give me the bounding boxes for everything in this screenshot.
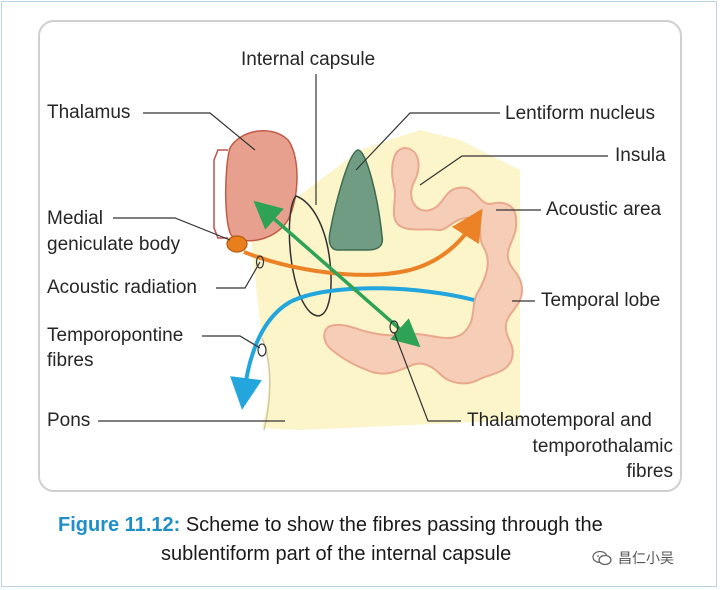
leader-temporopontine xyxy=(202,335,261,349)
figure-caption-text1: Scheme to show the fibres passing throug… xyxy=(185,514,603,536)
leader-thalamotemporal xyxy=(393,331,461,422)
label-thalamotemporal-1: Thalamotemporal and xyxy=(467,410,652,431)
leader-acoustic-radiation-ring xyxy=(255,255,265,269)
label-temporopontine-2: fibres xyxy=(47,350,94,371)
watermark-text: 昌仁小吴 xyxy=(618,551,674,567)
label-temporal-lobe: Temporal lobe xyxy=(541,290,661,311)
thalamus xyxy=(213,130,298,242)
label-pons: Pons xyxy=(47,410,91,431)
leader-medial-geniculate xyxy=(113,217,231,241)
leader-thalamotemporal-ring xyxy=(389,320,399,334)
leader-lines xyxy=(98,74,608,422)
label-thalamotemporal-2: temporothalamic xyxy=(532,436,673,457)
label-medial-geniculate-1: Medial xyxy=(47,208,103,229)
leader-acoustic-radiation xyxy=(216,261,261,289)
figure-caption-line2: sublentiform part of the internal capsul… xyxy=(161,543,512,565)
label-acoustic-radiation: Acoustic radiation xyxy=(47,277,197,298)
figure-number: Figure 11.12: xyxy=(58,514,181,536)
label-internal-capsule: Internal capsule xyxy=(241,49,376,70)
label-acoustic-area: Acoustic area xyxy=(546,199,662,220)
label-thalamus: Thalamus xyxy=(47,102,131,123)
label-lentiform-nucleus: Lentiform nucleus xyxy=(505,103,655,124)
wechat-logo-icon xyxy=(592,550,612,566)
label-temporopontine-1: Temporopontine xyxy=(47,325,184,346)
label-medial-geniculate-2: geniculate body xyxy=(47,234,181,255)
leader-thalamus xyxy=(143,112,256,151)
label-insula: Insula xyxy=(615,145,666,166)
watermark: 昌仁小吴 xyxy=(592,548,674,568)
leader-insula xyxy=(419,155,608,186)
label-thalamotemporal-3: fibres xyxy=(626,461,673,482)
thalamotemporal-fibres-arrow xyxy=(253,200,421,348)
medial-geniculate-body xyxy=(226,235,248,253)
leader-temporopontine-ring xyxy=(257,343,267,357)
leader-lentiform xyxy=(355,112,500,171)
figure-caption-line1: Figure 11.12: Scheme to show the fibres … xyxy=(58,513,603,537)
